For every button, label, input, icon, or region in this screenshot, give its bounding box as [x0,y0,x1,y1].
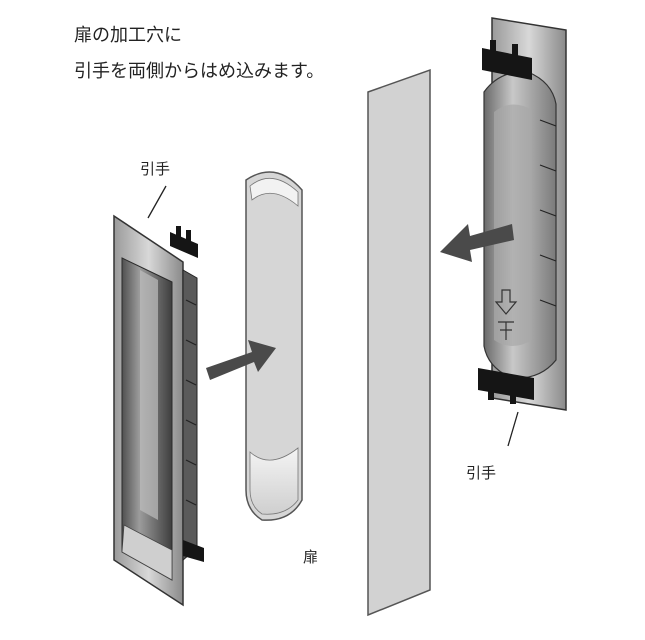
left-bottom-clip [183,540,204,562]
left-label-leader [147,185,167,219]
label-door: 扉 [303,548,319,566]
insert-arrow-left [206,340,276,380]
right-handle [478,17,567,447]
right-top-clip [482,40,532,80]
instruction-line-2: 引手を両側からはめ込みます。 [74,61,325,82]
door-panel [367,68,431,617]
left-handle [113,185,204,607]
left-top-clip [170,226,198,258]
right-label-leader [507,411,519,447]
direction-down-icon [494,289,518,340]
label-right-handle: 引手 [466,464,497,482]
insert-arrow-right [440,224,514,262]
right-bottom-clip [478,368,534,404]
instruction-line-1: 扉の加工穴に [74,25,182,46]
label-left-handle: 引手 [140,160,171,178]
door-cutout [245,171,303,521]
